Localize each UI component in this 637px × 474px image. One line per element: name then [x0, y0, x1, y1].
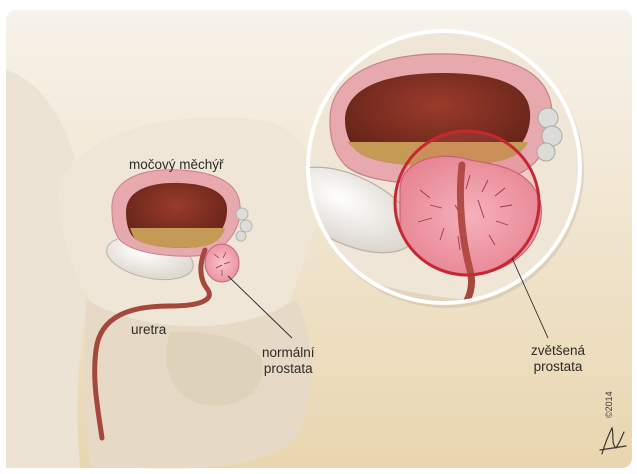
urethra-label: uretra — [131, 322, 167, 337]
copyright-year: ©2014 — [604, 391, 614, 418]
bladder-label: močový měchýř — [129, 157, 224, 172]
enlarged-prostate-leader — [511, 257, 549, 339]
artist-signature — [599, 426, 627, 455]
scrotum-silhouette — [166, 331, 263, 406]
normal-prostate-label-line-2: prostata — [263, 361, 313, 376]
enlarged-prostate-label-line-2: prostata — [533, 359, 583, 374]
urine-level — [130, 228, 225, 248]
urethra — [92, 247, 212, 441]
highlight-ring — [393, 129, 541, 277]
enlarged-prostate-label-line-1: zvětšená — [531, 343, 586, 358]
body-silhouette — [6, 70, 88, 468]
magnifier-rim — [306, 29, 582, 305]
normal-prostate-leader — [227, 275, 293, 339]
normal-prostate-label-line-1: normální — [262, 345, 315, 360]
prostate-texture — [213, 251, 231, 276]
normal-prostate-label: normální prostata — [262, 345, 315, 377]
enlarged-prostate-label: zvětšená prostata — [531, 343, 585, 375]
seminal-vesicles — [235, 207, 253, 242]
normal-prostate-shape — [204, 243, 240, 283]
